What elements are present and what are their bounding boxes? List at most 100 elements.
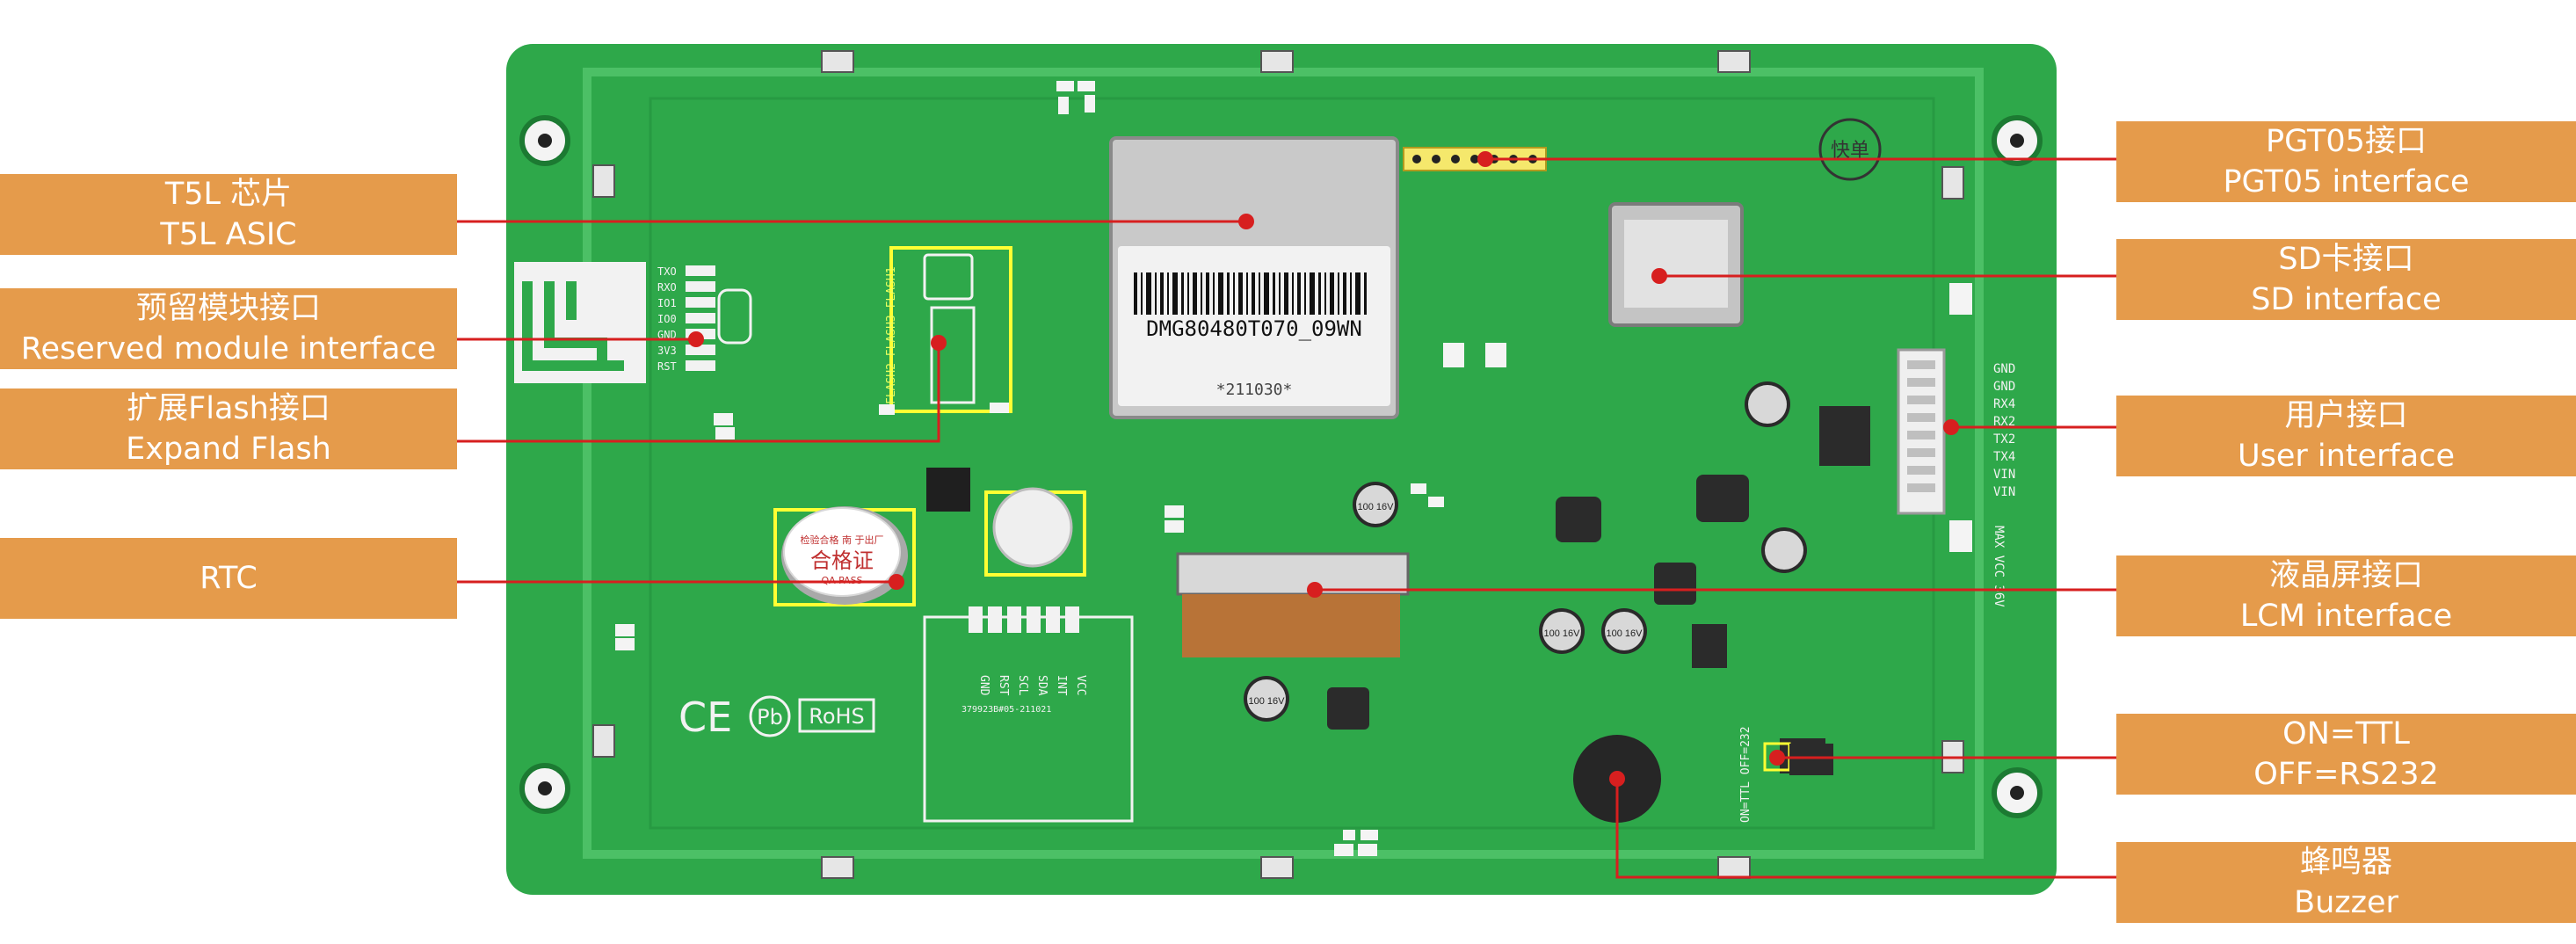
capacitor: 100 16V [1353,482,1398,527]
edge-clips [592,50,1964,879]
callout-label-en: LCM interface [2239,599,2453,634]
max-vcc-note: MAX VCC 36V [1992,526,2006,607]
callout-label-cn: 预留模块接口 [135,290,321,326]
capacitor-mark: 100 16V [1607,628,1644,639]
smd-components [615,81,1972,856]
model-number-text: DMG80480T070_09WN [1146,316,1362,341]
capacitor: 100 16V [1601,608,1647,654]
callout-label-user-interface: 用户接口 User interface [2116,396,2576,476]
callout-line-flash [457,343,940,443]
bottom-pin-label: GND [977,675,990,696]
ttl-switch-chip [1789,744,1833,775]
mounting-hole [1992,115,2043,166]
pb-free-text: Pb [757,705,783,730]
flash-silkscreen: FLASH2 FLASH3 FLASH1 [885,266,898,404]
user-pin-label: RX2 [1993,415,2015,429]
flash-chip-outline [923,253,974,301]
rohs-icon [798,698,875,733]
module-pin-label: TXO [657,265,677,278]
callout-label-en: SD interface [2251,282,2442,317]
callout-label-lcm-interface: 液晶屏接口 LCM interface [2116,556,2576,636]
bottom-pin-label: SDA [1035,675,1049,696]
barcode-sticker [1118,246,1390,406]
callout-label-line2: OFF=RS232 [2253,757,2439,792]
module-pin-label: RST [657,360,677,373]
touch-module-pads [969,606,1079,633]
reserved-module-pin-labels: TXO RXO IO1 IO0 GND 3V3 RST [657,265,677,373]
qc-stamp-icon [1818,118,1882,181]
module-pin-label: RXO [657,281,677,294]
touch-module-pin-labels: GND RST SCL SDA INT VCC [977,675,1087,696]
capacitor-mark: 100 16V [1544,628,1581,639]
user-pin-label: VIN [1993,468,2015,482]
bottom-pin-label: VCC [1074,675,1087,695]
sd-card-slot-inner [1624,220,1728,308]
callout-label-en: RTC [200,560,258,596]
ce-mark-icon: CE [678,693,732,741]
callout-dots [688,151,1959,787]
mounting-hole [519,763,570,814]
callout-label-en: PGT05 interface [2223,164,2470,200]
callout-lines [457,157,2116,879]
callout-label-line1: ON=TTL [2282,715,2410,752]
lcm-ribbon [1182,594,1400,657]
callout-label-sd-interface: SD卡接口 SD interface [2116,239,2576,320]
antenna-trace-icon [522,281,624,371]
rtc-sticker-title: 合格证 [810,548,874,573]
rtc-crystal [992,487,1073,568]
callout-label-cn: 用户接口 [2284,397,2408,433]
callout-label-en: Buzzer [2294,885,2398,920]
callout-label-cn: PGT05接口 [2266,123,2427,159]
user-connector-pin-labels: GND GND RX4 RX2 TX2 TX4 VIN VIN [1993,362,2015,499]
mounting-hole [519,115,570,166]
callout-label-expand-flash: 扩展Flash接口 Expand Flash [0,388,457,469]
rohs-text: RoHS [809,704,865,729]
bottom-pin-label: RST [997,675,1010,696]
callout-line-buzzer [1615,779,2116,879]
user-pin-label: GND [1993,362,2015,376]
bottom-pin-label: INT [1055,675,1068,696]
capacitor-mark: 100 16V [1358,502,1395,512]
callout-label-en: Reserved module interface [20,331,437,367]
callout-label-cn: SD卡接口 [2278,241,2414,277]
lcm-connector [1176,552,1410,596]
mounting-hole [1992,767,2043,818]
bottom-pin-label: SCL [1016,675,1029,696]
user-pin-label: VIN [1993,485,2015,499]
pcb-code-text: 379923B#05-211021 [961,705,1051,715]
user-connector-pins [1907,360,1935,492]
callout-label-rtc: RTC [0,538,457,619]
user-pin-label: GND [1993,380,2015,394]
module-outline [717,288,752,345]
callout-label-cn: T5L 芯片 [164,176,293,212]
callout-label-en: Expand Flash [126,432,331,467]
callout-label-cn: 液晶屏接口 [2268,557,2423,593]
reserved-module-pads [686,265,715,371]
date-code-text: *211030* [1216,381,1293,399]
capacitor-mark: 100 16V [1249,696,1286,707]
module-pin-label: 3V3 [657,345,677,357]
capacitor [1761,527,1807,573]
module-pin-label: IO1 [657,297,677,309]
flash-footprint-outline [930,306,976,404]
pb-free-icon [749,695,791,737]
ttl-switch-note: ON=TTL OFF=232 [1739,726,1752,823]
callout-label-cn: 扩展Flash接口 [127,390,330,426]
callout-label-cn: 蜂鸣器 [2299,844,2392,880]
module-pin-label: IO0 [657,313,677,325]
callout-label-t5l-asic: T5L 芯片 T5L ASIC [0,174,457,255]
rtc-sticker-top: 检验合格 南 于出厂 [801,534,884,546]
callout-label-en: T5L ASIC [160,217,297,252]
capacitor: 100 16V [1539,608,1585,654]
callout-label-en: User interface [2238,439,2455,474]
user-pin-label: RX4 [1993,397,2015,411]
rtc-battery-sticker [783,507,901,597]
callout-label-ttl-switch: ON=TTL OFF=RS232 [2116,714,2576,795]
user-pin-label: TX2 [1993,432,2015,447]
barcode-icon [1134,272,1367,315]
callout-label-pgt05: PGT05接口 PGT05 interface [2116,121,2576,202]
flash-highlight-box [889,246,1012,413]
capacitor [1745,381,1790,427]
callout-label-buzzer: 蜂鸣器 Buzzer [2116,842,2576,923]
